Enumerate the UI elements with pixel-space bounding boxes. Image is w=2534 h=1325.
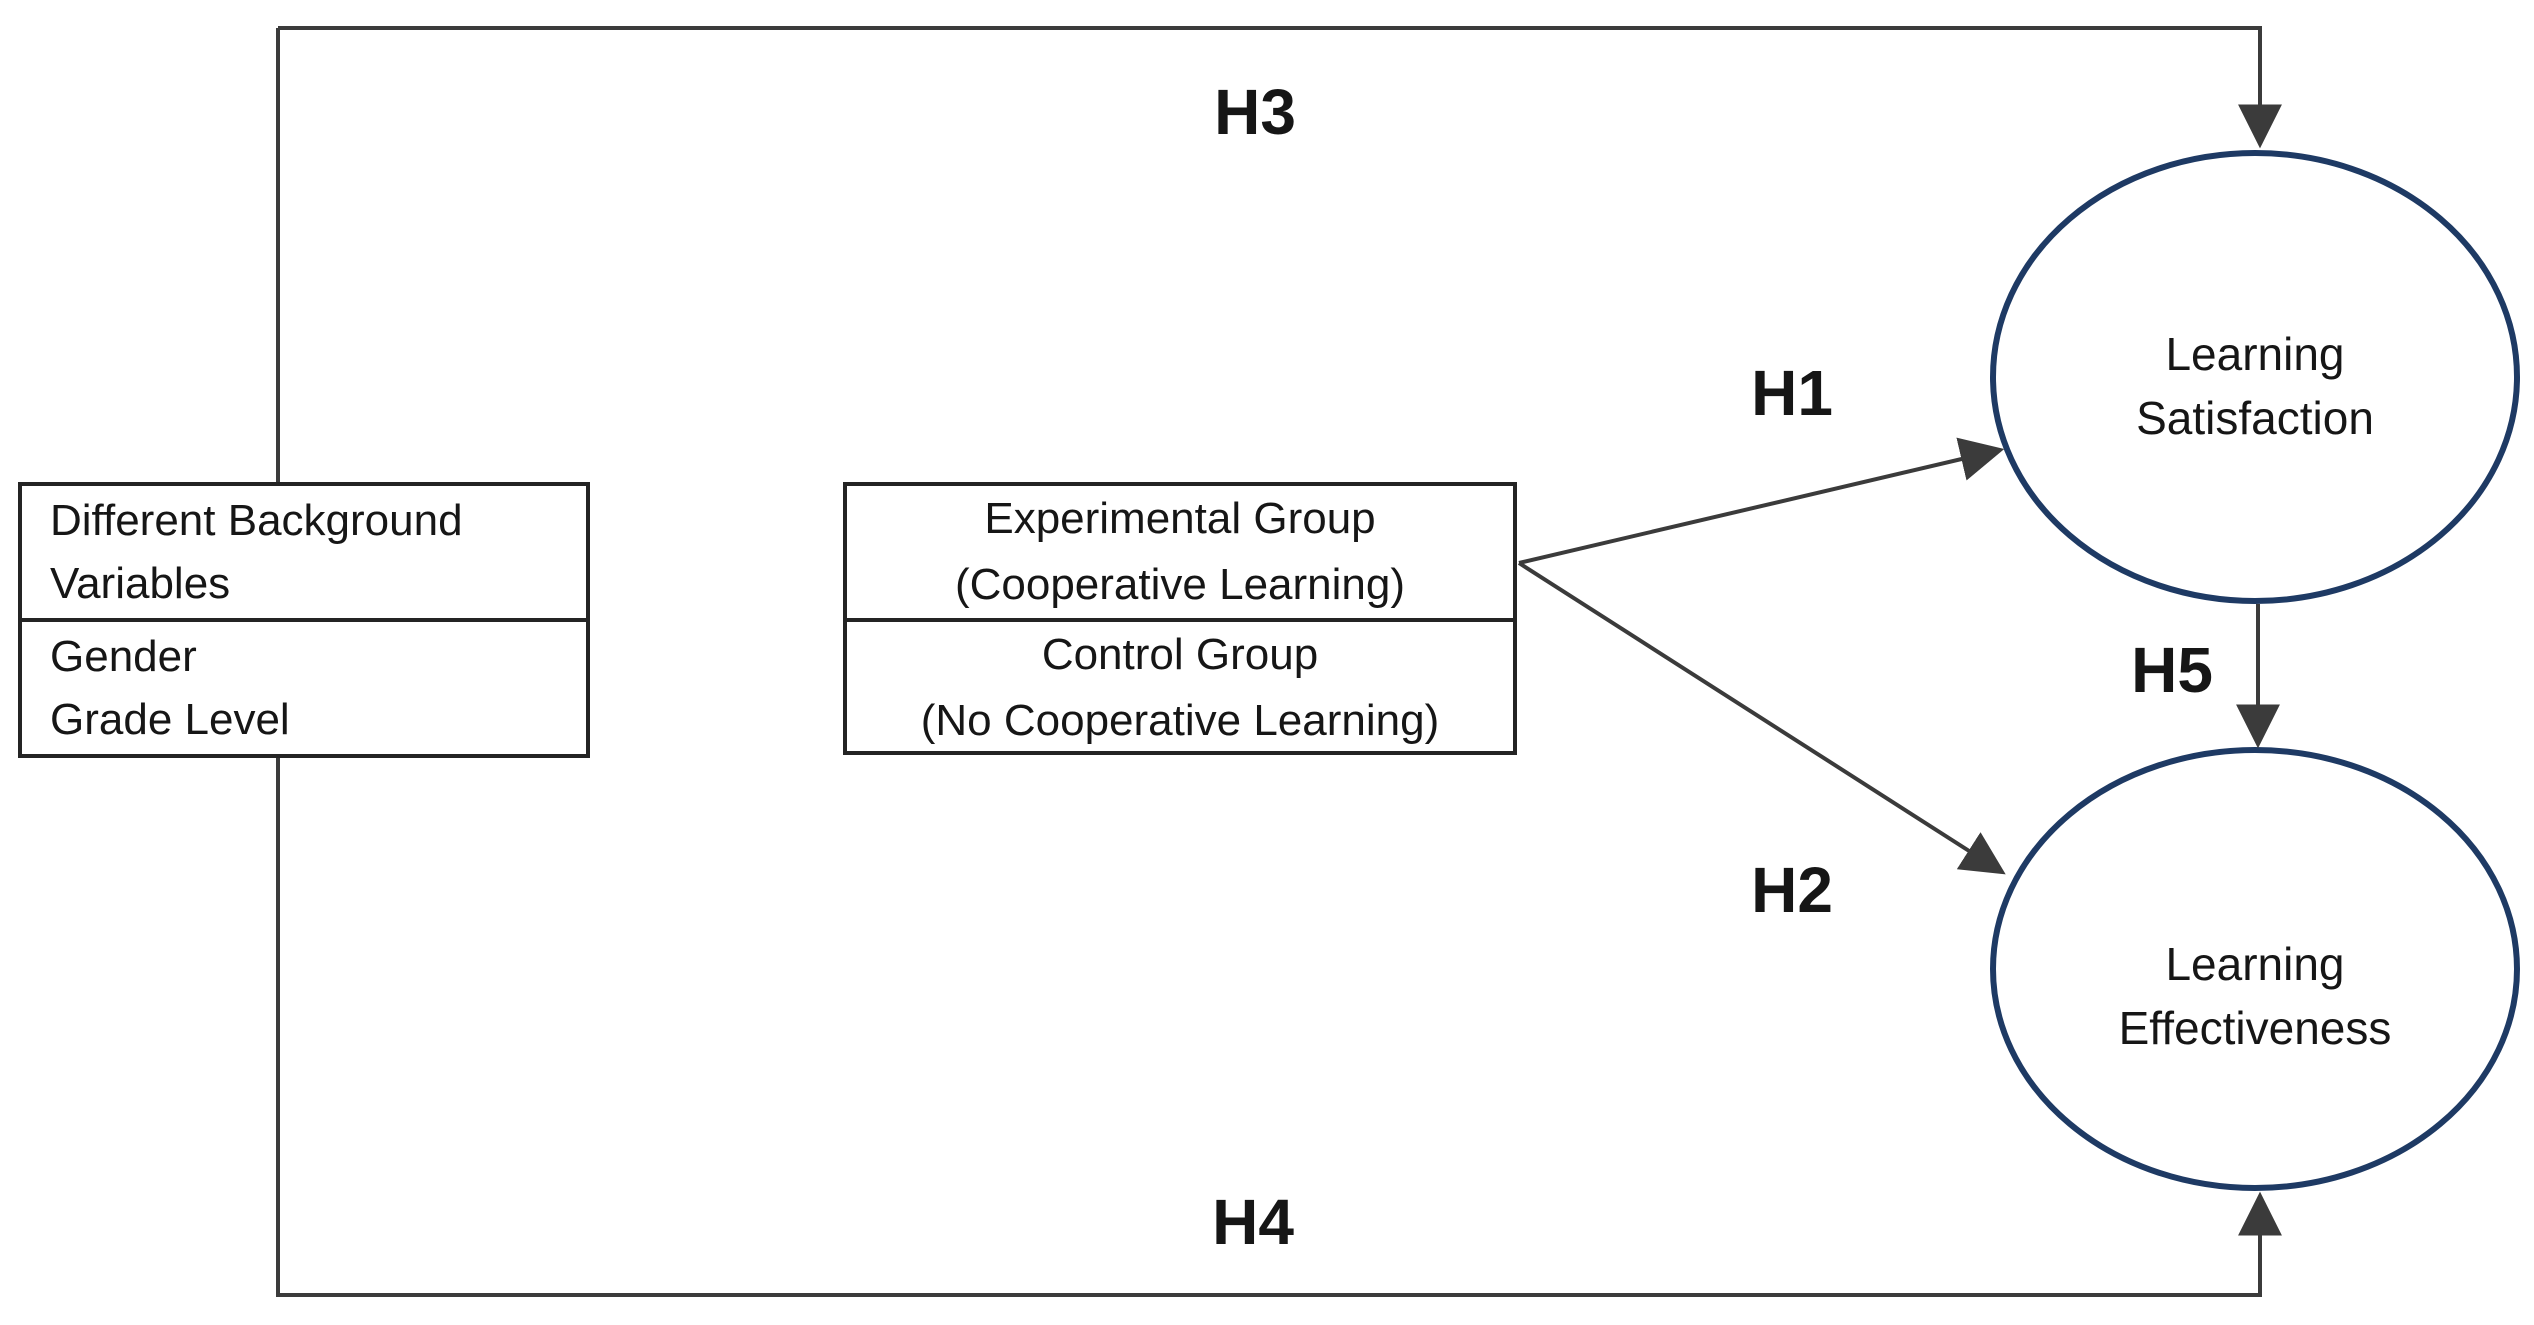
background-variables-title-cell: Different Background Variables [22,486,586,618]
background-variables-items-cell: Gender Grade Level [22,618,586,754]
treatment-groups-box: Experimental Group (Cooperative Learning… [843,482,1517,755]
hypothesis-label-h4: H4 [1212,1186,1294,1258]
learning-effectiveness-line1: Learning [2165,938,2345,990]
learning-satisfaction-line2: Satisfaction [2136,392,2374,444]
learning-effectiveness-ellipse [1990,747,2520,1191]
background-title-line1: Different Background [50,496,463,545]
learning-satisfaction-line1: Learning [2165,328,2345,380]
experimental-group-line2: (Cooperative Learning) [954,560,1406,609]
learning-satisfaction-ellipse [1990,150,2520,604]
hypothesis-label-h5: H5 [2131,634,2213,706]
learning-effectiveness-line2: Effectiveness [2118,1002,2392,1054]
learning-effectiveness-label: Learning Effectiveness [2119,932,2392,1060]
background-title-line2: Variables [50,559,231,608]
control-group-line1: Control Group [1041,630,1319,679]
hypothesis-label-h2: H2 [1751,854,1833,926]
experimental-group-line1: Experimental Group [984,494,1376,543]
hypothesis-label-h1: H1 [1751,357,1833,429]
h1-arrow-line [1518,437,2005,565]
background-item-gender: Gender [50,632,197,681]
hypothesis-label-h3: H3 [1214,76,1296,148]
control-group-cell: Control Group (No Cooperative Learning) [847,618,1513,754]
h2-arrow-line [1517,561,2006,875]
control-group-line2: (No Cooperative Learning) [920,696,1440,745]
learning-satisfaction-label: Learning Satisfaction [2136,322,2374,450]
background-variables-box: Different Background Variables Gender Gr… [18,482,590,758]
background-item-grade-level: Grade Level [50,695,290,744]
h3-arrow-line [278,26,2282,149]
experimental-group-cell: Experimental Group (Cooperative Learning… [847,486,1513,618]
